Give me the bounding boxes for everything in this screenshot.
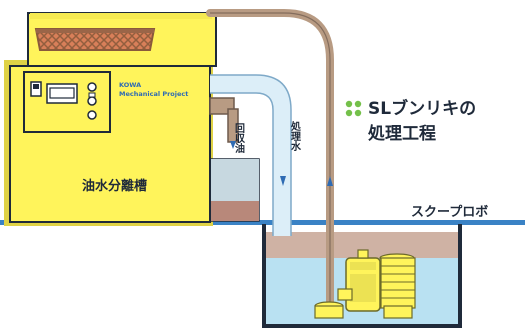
brand-line-2: Mechanical Project — [119, 90, 188, 98]
treated-water-label: 処理水 — [289, 120, 302, 152]
title-line-2: 処理工程 — [367, 124, 436, 144]
strainer-basket-icon — [34, 28, 156, 51]
control-panel-icon — [23, 71, 111, 133]
pit-left-wall — [262, 224, 266, 326]
pit-bottom — [262, 324, 462, 328]
return-oil-outlet — [209, 97, 239, 149]
treated-water-pipe — [210, 74, 292, 236]
flow-arrow-icon — [327, 176, 333, 186]
pit-right-wall — [458, 224, 462, 326]
pit-name: スクープロボ — [411, 204, 488, 220]
main-tank-body — [9, 65, 211, 223]
return-oil-label: 回収油 — [233, 123, 245, 154]
upper-tank-rim — [30, 13, 212, 19]
flow-arrow-icon — [230, 141, 236, 149]
bullet-cluster-icon — [345, 100, 362, 117]
ground-line — [0, 220, 525, 225]
title-line-1: SLブンリキの — [368, 98, 476, 119]
brand-line-1: KOWA — [119, 81, 141, 89]
transfer-hose — [206, 9, 334, 310]
return-oil-box — [210, 158, 260, 222]
tank-name: 油水分離槽 — [82, 178, 147, 194]
pump-icon — [314, 249, 416, 319]
flow-arrow-icon — [280, 176, 286, 186]
